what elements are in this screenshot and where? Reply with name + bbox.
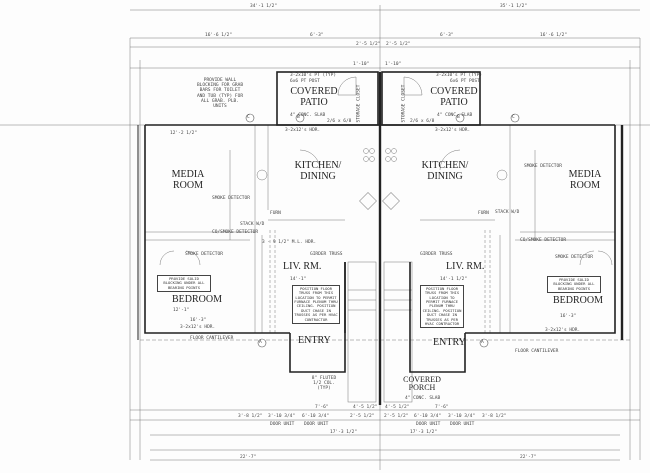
dimension: 1'-10": [353, 62, 370, 67]
dimension: 12'-1": [173, 308, 190, 313]
dimension: 2'-5 1/2": [350, 414, 375, 419]
note-blocking-left: PROVIDE SOLID BLOCKING UNDER ALL BEARING…: [157, 275, 211, 293]
note-truss-left: POSITION FLOOR TRUSS FROM THIS LOCATION …: [292, 285, 340, 324]
room-label-kitchen-left: KITCHEN/ DINING: [294, 160, 342, 182]
header-label: 3-2x12's HDR.: [285, 128, 321, 133]
grid-marker: C: [247, 115, 250, 120]
dimension: 12'-2 1/2": [170, 131, 198, 136]
co-smoke-detector-label: CO/SMOKE DETECTOR: [520, 238, 567, 243]
note-grab-bars: PROVIDE WALL BLOCKING FOR GRAB BARS FOR …: [196, 78, 244, 109]
grid-marker: A: [259, 340, 262, 345]
smoke-detector-label: SMOKE DETECTOR: [555, 255, 593, 260]
room-label-bedroom-right: BEDROOM: [553, 295, 604, 306]
dimension: 6'-3": [440, 33, 454, 38]
dimension: 17'-3 1/2": [410, 430, 438, 435]
door-size-label: 2/6 x 6/8: [410, 119, 435, 124]
fluted-column-label: 8" FLUTED 1/2 COL. (TYP): [311, 376, 337, 392]
dimension: 14'-1": [290, 277, 307, 282]
door-unit-label: DOOR UNIT: [304, 422, 329, 427]
dimension: 3'-8 1/2": [238, 414, 263, 419]
co-smoke-detector-label: CO/SMOKE DETECTOR: [212, 230, 259, 235]
dimension: 2'-5 1/2": [386, 42, 411, 47]
room-label-covered-patio-right: COVERED PATIO: [430, 86, 478, 108]
patio-header-label: 3-2x10's PT (TYP): [436, 73, 483, 78]
dimension: 34'-1 1/2": [250, 4, 278, 9]
girder-truss-label: GIRDER TRUSS: [420, 252, 453, 257]
stack-washer-dryer-label: STACK W/D: [495, 210, 520, 215]
dimension: 16'-6 1/2": [540, 33, 568, 38]
dimension: 14'-1 1/2": [440, 277, 468, 282]
grid-marker: C: [512, 115, 515, 120]
room-label-living-right: LIV. RM.: [446, 261, 485, 272]
room-label-media-room-right: MEDIA ROOM: [568, 169, 602, 191]
dimension: 4'-5 1/2": [353, 405, 378, 410]
dimension: 6'-3": [310, 33, 324, 38]
furnace-label: FURN: [270, 211, 281, 216]
stack-washer-dryer-label: STACK W/D: [240, 222, 265, 227]
dimension: 16'-3": [560, 314, 577, 319]
dimension: 35'-1 1/2": [500, 4, 528, 9]
header-label: 3 - 9 1/2" M.L. HDR.: [262, 240, 317, 245]
room-label-kitchen-right: KITCHEN/ DINING: [421, 160, 469, 182]
floor-cantilever-label: FLOOR CANTILEVER: [190, 336, 234, 341]
storage-closet-label: STORAGE CLOSET: [356, 84, 362, 123]
slab-label: 4" CONC. SLAB: [290, 113, 326, 118]
header-label: 3-2x12's HDR.: [435, 128, 471, 133]
dimension: 2'-5 1/2": [356, 42, 381, 47]
door-unit-label: DOOR UNIT: [450, 422, 475, 427]
dimension: 6'-10 3/4": [414, 414, 442, 419]
dimension: 4'-5 1/2": [385, 405, 410, 410]
storage-closet-label: STORAGE CLOSET: [401, 84, 407, 123]
room-label-covered-porch: COVERED PORCH: [403, 375, 441, 393]
note-truss-right: POSITION FLOOR TRUSS FROM THIS LOCATION …: [420, 285, 464, 329]
door-unit-label: DOOR UNIT: [416, 422, 441, 427]
patio-header-label: 3-2x10's PT (TYP): [290, 73, 337, 78]
post-label: 6x6 PT POST: [450, 79, 480, 84]
dimension: 7'-6": [315, 405, 329, 410]
dimension: 16'-6 1/2": [205, 33, 233, 38]
door-unit-label: DOOR UNIT: [270, 422, 295, 427]
room-label-covered-patio-left: COVERED PATIO: [290, 86, 338, 108]
slab-label: 4" CONC. SLAB: [437, 113, 473, 118]
dimension: 22'-7": [240, 455, 257, 460]
dimension: 3'-10 3/4": [448, 414, 476, 419]
room-label-bedroom-left: BEDROOM: [172, 294, 223, 305]
dimension: 17'-3 1/2": [330, 430, 358, 435]
door-size-label: 2/6 x 6/8: [327, 119, 352, 124]
grid-marker: B: [297, 115, 300, 120]
floor-cantilever-label: FLOOR CANTILEVER: [515, 349, 559, 354]
girder-truss-label: GIRDER TRUSS: [310, 252, 343, 257]
room-label-entry-left: ENTRY: [298, 335, 331, 346]
dimension: 3'-10 3/4": [268, 414, 296, 419]
dimension: 3'-8 1/2": [482, 414, 507, 419]
smoke-detector-label: SMOKE DETECTOR: [524, 164, 562, 169]
room-label-living-left: LIV. RM.: [283, 261, 322, 272]
smoke-detector-label: SMOKE DETECTOR: [212, 196, 250, 201]
room-label-entry-right: ENTRY: [433, 337, 466, 348]
note-blocking-right: PROVIDE SOLID BLOCKING UNDER ALL BEARING…: [547, 276, 601, 294]
header-label: 3-2x12's HDR.: [545, 328, 581, 333]
grid-marker: B: [457, 115, 460, 120]
dimension: 22'-7": [520, 455, 537, 460]
dimension: 6'-10 3/4": [302, 414, 330, 419]
smoke-detector-label: SMOKE DETECTOR: [185, 252, 223, 257]
room-label-media-room-left: MEDIA ROOM: [171, 169, 205, 191]
dimension: 2'-5 1/2": [384, 414, 409, 419]
slab-label: 4" CONC. SLAB: [405, 396, 441, 401]
grid-marker: A: [481, 340, 484, 345]
dimension: 7'-6": [435, 405, 449, 410]
furnace-label: FURN: [478, 211, 489, 216]
header-label: 3-2x12's HDR.: [180, 325, 216, 330]
post-label: 6x6 PT POST: [290, 79, 320, 84]
dimension: 16'-3": [190, 318, 207, 323]
dimension: 1'-10": [385, 62, 402, 67]
